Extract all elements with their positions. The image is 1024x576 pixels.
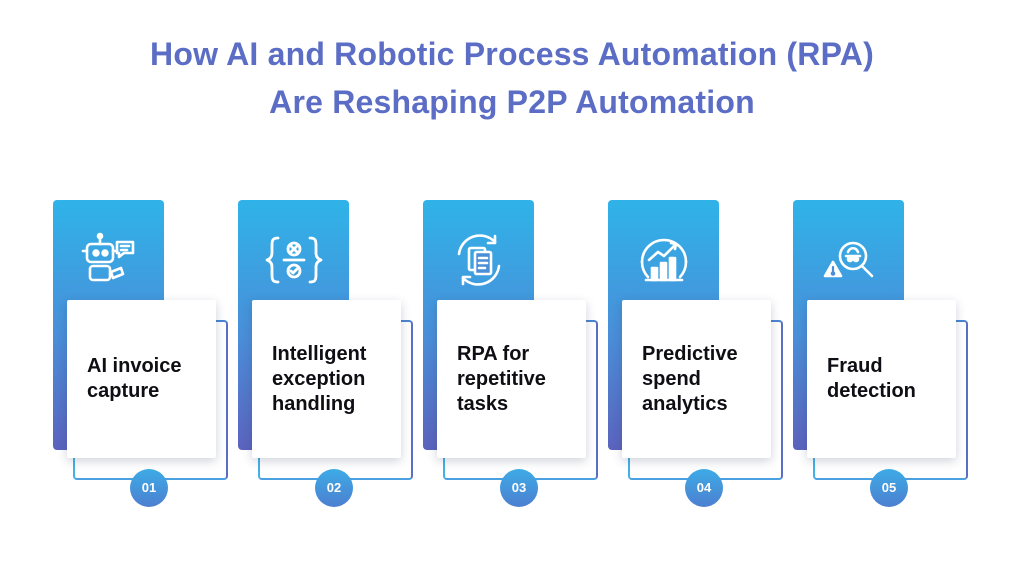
- step-card: AI invoice capture: [67, 300, 216, 458]
- analytics-growth-icon: [632, 228, 696, 292]
- step-card: RPA for repetitive tasks: [437, 300, 586, 458]
- step-card: Intelligent exception handling: [252, 300, 401, 458]
- step-label: AI invoice capture: [87, 355, 182, 402]
- step-number-badge: 03: [494, 463, 544, 513]
- step-label: Predictive spend analytics: [642, 342, 738, 415]
- step-card: Fraud detection: [807, 300, 956, 458]
- step-5: Fraud detection 05: [793, 200, 973, 513]
- step-3: RPA for repetitive tasks 03: [423, 200, 603, 513]
- step-1: AI invoice capture 01: [53, 200, 233, 513]
- step-label: Fraud detection: [827, 355, 916, 402]
- step-label: RPA for repetitive tasks: [457, 342, 546, 415]
- step-4: Predictive spend analytics 04: [608, 200, 788, 513]
- robot-chat-icon: [77, 228, 141, 292]
- document-cycle-icon: [447, 228, 511, 292]
- step-number-badge: 02: [309, 463, 359, 513]
- title-line-1: How AI and Robotic Process Automation (R…: [150, 36, 874, 72]
- fraud-search-icon: [817, 228, 881, 292]
- step-number-badge: 05: [864, 463, 914, 513]
- step-number-badge: 01: [124, 463, 174, 513]
- step-card: Predictive spend analytics: [622, 300, 771, 458]
- step-2: Intelligent exception handling 02: [238, 200, 418, 513]
- title-line-2: Are Reshaping P2P Automation: [269, 84, 755, 120]
- page-title: How AI and Robotic Process Automation (R…: [0, 30, 1024, 126]
- exception-braces-icon: [262, 228, 326, 292]
- step-number-badge: 04: [679, 463, 729, 513]
- step-label: Intelligent exception handling: [272, 342, 367, 415]
